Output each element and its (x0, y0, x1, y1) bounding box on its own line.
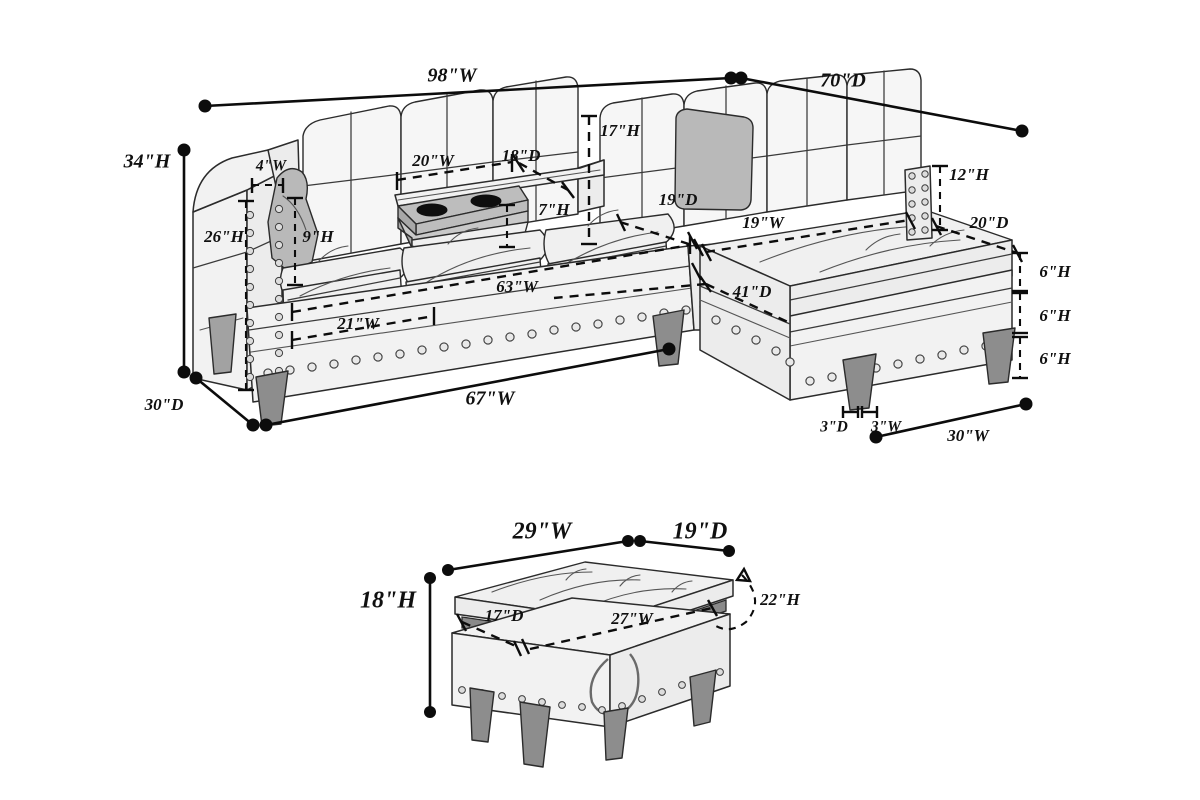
label-17h: 17"H (600, 121, 640, 140)
dimline-29w (446, 539, 630, 572)
sectional-dimension-lines (177, 71, 1033, 444)
dimtick-17d-end (512, 638, 531, 657)
dimline-98w (203, 76, 733, 108)
seat-tufting (317, 209, 619, 263)
storage-ottoman-illustration (451, 561, 734, 768)
label-17d: 17"D (485, 606, 524, 625)
dimline-17d (461, 620, 521, 650)
label-6h-c: 6"H (1039, 349, 1071, 368)
ottoman-leg-front-right (603, 707, 629, 761)
label-70d: 70"D (820, 70, 866, 92)
label-22h: 22"H (759, 590, 800, 609)
dimline-30d (194, 376, 255, 427)
leg-chaise-front-right (982, 327, 1016, 385)
label-19d: 19"D (659, 190, 698, 209)
ottoman-dimension-lines (424, 535, 757, 718)
label-63w: 63"W (496, 277, 539, 296)
dimline-67w (264, 347, 671, 427)
ottoman-legs (469, 669, 717, 768)
label-3w: 3"W (870, 419, 902, 436)
label-19w: 19"W (742, 213, 785, 232)
dimline-30w (874, 402, 1028, 439)
label-21w: 21"W (336, 314, 380, 333)
sectional-dimension-labels: 98"W 70"D 34"H 26"H 4"W 9"H 20"W 18"D 7"… (123, 65, 1072, 445)
label-18d: 18"D (502, 146, 541, 165)
sofa-legs (208, 309, 1016, 427)
label-19d-ottoman: 19"D (673, 519, 728, 545)
corner-throw-pillow (674, 108, 754, 211)
dimarc-22h (715, 574, 757, 631)
dimline-leg-3d-3w (841, 406, 879, 418)
console-back-ledge (394, 159, 605, 213)
label-34h: 34"H (123, 151, 172, 173)
nailhead-trim-sofa-front (263, 302, 709, 378)
label-30w: 30"W (946, 426, 990, 445)
ottoman-leg-front-left (519, 701, 551, 768)
dimline-20d (935, 224, 1018, 255)
label-9h: 9"H (302, 227, 334, 246)
leg-front-center (652, 309, 685, 367)
label-12h: 12"H (949, 165, 989, 184)
dimline-20w (396, 160, 513, 182)
leg-front-left (255, 370, 289, 427)
label-67w: 67"W (466, 388, 516, 410)
dimline-19d-ottoman (638, 539, 731, 553)
label-98w: 98"W (428, 65, 478, 87)
label-41d: 41"D (732, 282, 772, 301)
label-4w: 4"W (255, 158, 287, 175)
dimline-19w (705, 218, 911, 254)
dimline-70d (739, 76, 1024, 133)
label-7h: 7"H (538, 200, 570, 219)
ottoman-dimension-labels: 29"W 19"D 18"H 17"D 27"W 22"H (360, 519, 801, 628)
label-3d: 3"D (819, 419, 848, 436)
label-30d: 30"D (144, 395, 184, 414)
ottoman-leg-back-left (469, 687, 495, 743)
label-29w: 29"W (512, 519, 573, 545)
label-26h: 26"H (203, 227, 244, 246)
dimline-19d (619, 220, 699, 249)
dimline-21w (291, 314, 435, 342)
label-18h: 18"H (360, 588, 417, 614)
chaise-back-panel (904, 165, 933, 241)
label-6h-b: 6"H (1039, 306, 1071, 325)
label-27w: 27"W (610, 609, 654, 628)
ottoman-leg-back-right (689, 669, 717, 727)
label-20w: 20"W (411, 151, 455, 170)
leg-chaise-front-left (842, 353, 877, 411)
dimline-63w (291, 243, 691, 314)
label-6h-a: 6"H (1039, 262, 1071, 281)
label-20d: 20"D (969, 213, 1009, 232)
leg-back-left (208, 313, 237, 375)
